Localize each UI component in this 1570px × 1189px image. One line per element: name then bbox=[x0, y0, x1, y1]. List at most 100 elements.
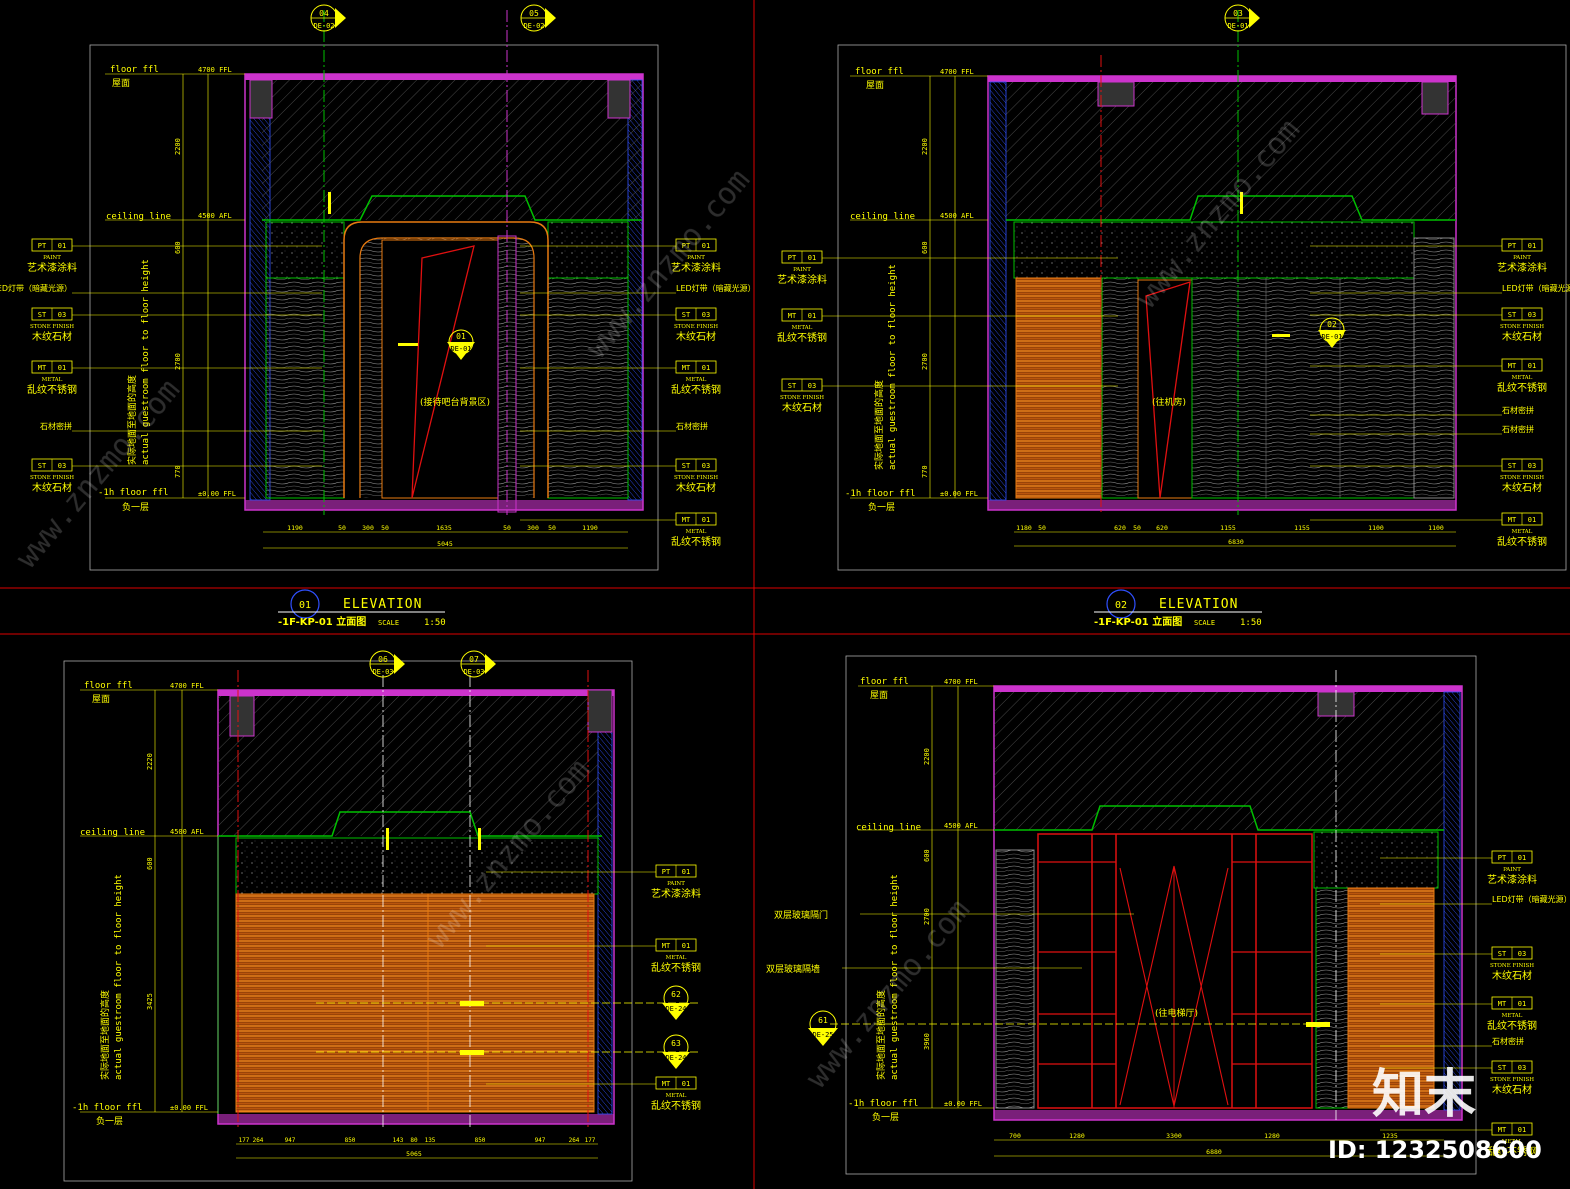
p2-left-tag-2-en: STONE FINISH bbox=[780, 395, 824, 401]
p4-right-tag-6-code: MT bbox=[1498, 1126, 1507, 1134]
p2-right-tag-6-code: ST bbox=[1508, 462, 1517, 470]
p2-right-tag-6-num: 03 bbox=[1528, 462, 1536, 470]
p2-levels bbox=[850, 75, 988, 499]
p2-floor-ffl: floor ffl bbox=[855, 67, 904, 77]
p3-dim-bottom-6: 135 bbox=[425, 1137, 436, 1144]
title-01-sub: -1F-KP-01 立面图 bbox=[278, 615, 366, 628]
p2-right-tag-3-en: METAL bbox=[1512, 375, 1533, 381]
p3-callout-07[interactable]: 07 DE-03 bbox=[460, 650, 496, 678]
p3-callout-06[interactable]: 06 DE-03 bbox=[369, 650, 405, 678]
p1-dim-bottom-3: 50 bbox=[381, 524, 389, 532]
p3-lvl-top: 4700 FFL bbox=[170, 682, 204, 690]
p1-left-tag-5-cn: 木纹石材 bbox=[32, 481, 72, 494]
p1-left-tag-5-code: ST bbox=[38, 462, 47, 470]
p3-side-tag-63[interactable]: 63 DE-24 bbox=[662, 1034, 690, 1069]
elevation-panel-2 bbox=[987, 10, 1457, 515]
p2-left-tag-0-num: 01 bbox=[808, 254, 816, 262]
p1-left-tag-2-cn: 木纹石材 bbox=[32, 330, 72, 343]
p2-right-tag-1-cn: LED灯带（暗藏光源） bbox=[1502, 283, 1570, 293]
p2-right-tag-6-cn: 木纹石材 bbox=[1502, 481, 1542, 494]
p4-right-tag-2-num: 03 bbox=[1518, 950, 1526, 958]
p2-center-tag-num: 02 bbox=[1327, 320, 1337, 329]
p1-dim-bottom-6: 300 bbox=[527, 524, 539, 532]
p2-dims-bottom bbox=[1014, 531, 1456, 547]
p2-right-tag-3-cn: 乱纹不锈钢 bbox=[1497, 381, 1547, 394]
p3-callout-06-num: 06 bbox=[378, 655, 388, 664]
p2-vertical-note-en: actual guestroom floor to floor height bbox=[888, 264, 898, 470]
p4-side-tag-61[interactable]: 61 DE-25 bbox=[808, 1010, 838, 1046]
p4-neg1h-floor: -1h floor ffl bbox=[848, 1099, 918, 1109]
p4-right-tag-3-num: 01 bbox=[1518, 1000, 1526, 1008]
p2-left-tag-1-cn: 乱纹不锈钢 bbox=[777, 331, 827, 344]
p1-left-tag-0-num: 01 bbox=[58, 242, 66, 250]
p3-callout-07-num: 07 bbox=[469, 655, 479, 664]
p4-dim-bottom-2: 3300 bbox=[1166, 1132, 1182, 1140]
p4-roof-cn: 屋面 bbox=[870, 690, 888, 701]
p4-right-tag-0-num: 01 bbox=[1518, 854, 1526, 862]
title-02-text: ELEVATION bbox=[1159, 597, 1238, 612]
p1-right-tag-5-cn: 木纹石材 bbox=[676, 481, 716, 494]
p1-right-tag-2-en: STONE FINISH bbox=[674, 324, 718, 330]
p4-center-note: (往电梯厅) bbox=[1155, 1007, 1198, 1019]
p4-right-tag-2-en: STONE FINISH bbox=[1490, 963, 1534, 969]
p1-floor-ffl: floor ffl bbox=[110, 65, 159, 75]
title-02-num: 02 bbox=[1115, 600, 1127, 611]
title-01-scale-label: SCALE bbox=[378, 619, 399, 627]
p2-callout-03[interactable]: 03 DE-01 bbox=[1224, 4, 1260, 32]
p4-right-tag-1-cn: LED灯带（暗藏光源） bbox=[1492, 894, 1570, 904]
p1-dim-total: 5045 bbox=[437, 540, 453, 548]
p1-dim-left-1: 600 bbox=[174, 241, 182, 254]
p1-right-tag-3-cn: 乱纹不锈钢 bbox=[671, 383, 721, 396]
p2-dim-bottom-1: 50 bbox=[1038, 524, 1046, 532]
title-02-scale: 1:50 bbox=[1240, 618, 1262, 628]
p1-right-tag-3-code: MT bbox=[682, 364, 691, 372]
p2-dim-bottom-6: 1155 bbox=[1294, 524, 1310, 532]
p3-levels bbox=[80, 689, 218, 1113]
p1-right-tag-0-en: PAINT bbox=[687, 255, 705, 261]
p4-floor-ffl: floor ffl bbox=[860, 677, 909, 687]
p2-left-tag-0-code: PT bbox=[788, 254, 797, 262]
p1-lvl-top: 4700 FFL bbox=[198, 66, 232, 74]
p3-dim-total: 5065 bbox=[406, 1150, 422, 1158]
p2-lvl-top: 4700 FFL bbox=[940, 68, 974, 76]
p3-dim-bottom-0: 177 bbox=[239, 1137, 250, 1144]
title-01-text: ELEVATION bbox=[343, 597, 422, 612]
p3-dim-left-2: 3425 bbox=[146, 993, 154, 1010]
p1-left-tag-2-code: ST bbox=[38, 311, 47, 319]
p3-callout-07-ref: DE-03 bbox=[463, 668, 484, 676]
panel-frame-1 bbox=[89, 44, 659, 571]
p1-callout-04[interactable]: 04 DE-02 bbox=[310, 4, 346, 32]
p2-right-tag-5-cn: 石材密拼 bbox=[1502, 424, 1534, 434]
p2-callout-03-ref: DE-01 bbox=[1227, 22, 1248, 30]
p1-lvl-ceiling: 4500 AFL bbox=[198, 212, 232, 220]
p1-right-tag-6-cn: 乱纹不锈钢 bbox=[671, 535, 721, 548]
p1-ceiling-line: ceiling line bbox=[106, 212, 171, 222]
p1-center-tag[interactable]: 01 DE-01 bbox=[447, 329, 475, 360]
p3-dim-bottom-9: 264 bbox=[569, 1137, 580, 1144]
panel-frame-3 bbox=[63, 660, 633, 1182]
p1-dim-bottom-7: 50 bbox=[548, 524, 556, 532]
p2-right-tag-0-code: PT bbox=[1508, 242, 1517, 250]
p4-right-tag-5-en: STONE FINISH bbox=[1490, 1077, 1534, 1083]
p3-side-tag-62[interactable]: 62 DE-24 bbox=[662, 985, 690, 1020]
p3-right-tag-2-num: 01 bbox=[682, 1080, 690, 1088]
p1-callout-05[interactable]: 05 DE-02 bbox=[520, 4, 556, 32]
p1-center-note: (接待吧台背景区) bbox=[420, 396, 490, 408]
p2-lvl-floor: ±0.00 FFL bbox=[940, 490, 978, 498]
p1-dim-bottom-4: 1635 bbox=[436, 524, 452, 532]
p3-dim-bottom-1: 264 bbox=[253, 1137, 264, 1144]
title-block-01 bbox=[278, 589, 445, 619]
p1-right-tag-6-code: MT bbox=[682, 516, 691, 524]
p3-dim-left-0: 2220 bbox=[146, 753, 154, 770]
p1-levels bbox=[105, 73, 245, 499]
p2-left-tag-1-num: 01 bbox=[808, 312, 816, 320]
p4-right-tag-6-num: 01 bbox=[1518, 1126, 1526, 1134]
panel-frame-4 bbox=[845, 655, 1477, 1175]
p3-right-tag-0-cn: 艺术漆涂料 bbox=[651, 887, 701, 900]
p2-left-tag-1-en: METAL bbox=[792, 325, 813, 331]
p3-right-tag-1-num: 01 bbox=[682, 942, 690, 950]
p2-center-tag[interactable]: 02 DE-01 bbox=[1318, 317, 1346, 348]
p2-callout-03-num: 03 bbox=[1233, 9, 1243, 18]
p3-lvl-ceiling: 4500 AFL bbox=[170, 828, 204, 836]
p3-floor-ffl: floor ffl bbox=[84, 681, 133, 691]
